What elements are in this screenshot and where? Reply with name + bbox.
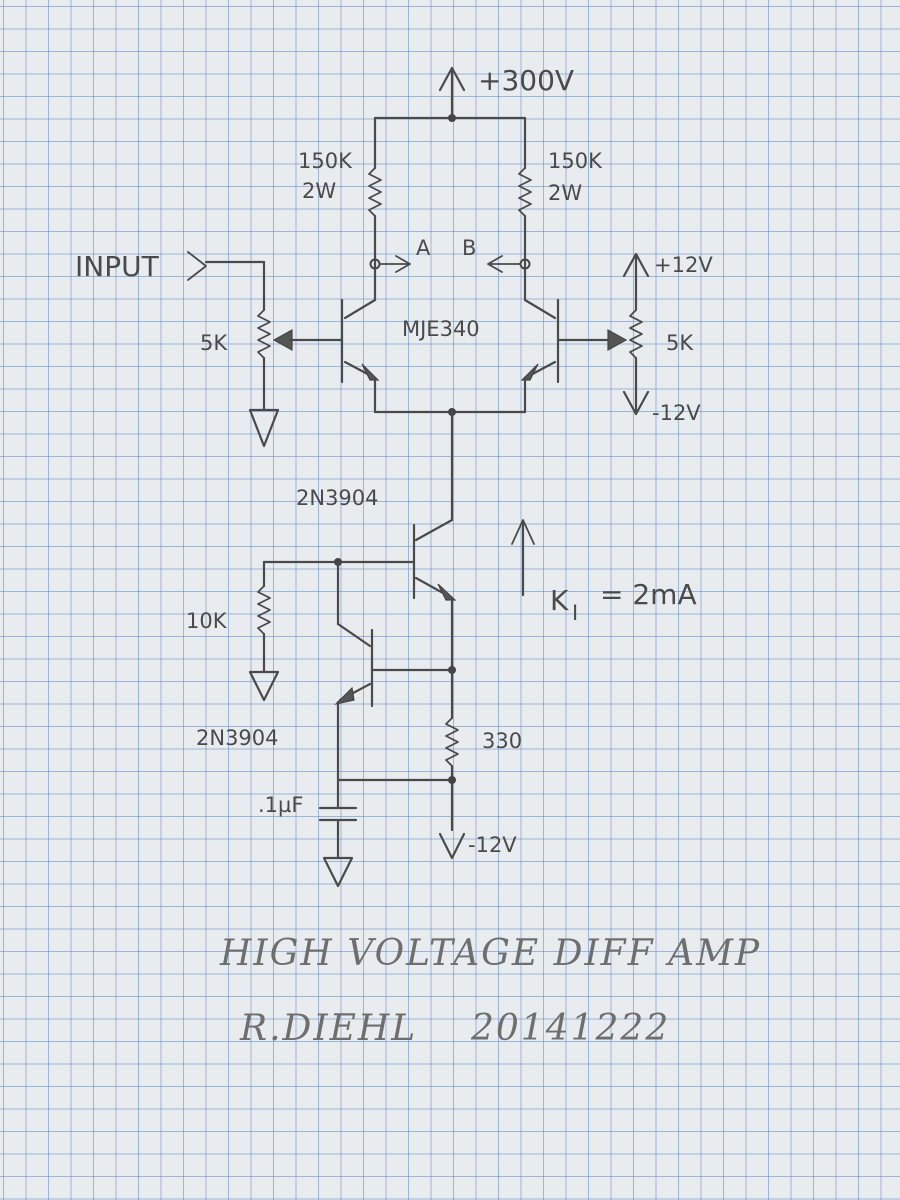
supply-300v-label: +300V xyxy=(478,64,574,97)
current-subscript: I xyxy=(572,601,578,625)
neg-12v-bottom-label: -12V xyxy=(468,833,517,857)
bypass-capacitor xyxy=(318,778,358,860)
bias-resistor-label: 10K xyxy=(186,609,228,633)
pos-12v-label: +12V xyxy=(654,253,713,277)
left-resistor-value: 150K xyxy=(298,149,353,173)
left-pot-ground-icon xyxy=(248,408,280,448)
capacitor-ground-icon xyxy=(322,856,354,888)
left-input-potentiometer xyxy=(257,309,344,412)
current-k-label: K xyxy=(550,584,569,617)
node-b-arrow xyxy=(487,255,521,273)
bias-resistor-10k xyxy=(257,560,271,674)
right-mje340-transistor xyxy=(520,262,560,414)
left-pot-label: 5K xyxy=(200,331,228,355)
right-pot-label: 5K xyxy=(666,331,694,355)
bottom-junction xyxy=(448,776,456,784)
right-resistor-power: 2W xyxy=(548,181,582,205)
pos-12v-arrow xyxy=(622,252,650,278)
lower-2n3904-transistor xyxy=(334,622,374,782)
right-bias-potentiometer xyxy=(556,254,643,414)
emitter-resistor-label: 330 xyxy=(482,729,522,753)
right-collector-resistor xyxy=(518,116,532,266)
current-value: = 2mA xyxy=(600,578,697,611)
left-resistor-power: 2W xyxy=(302,179,336,203)
emitter-resistor-330 xyxy=(445,668,459,832)
neg-12v-right-label: -12V xyxy=(652,401,701,425)
mje340-label: MJE340 xyxy=(402,317,480,341)
right-resistor-value: 150K xyxy=(548,149,603,173)
supply-300v-arrow xyxy=(438,66,466,120)
upper-2n3904-label: 2N3904 xyxy=(296,486,379,510)
input-label: INPUT xyxy=(75,250,160,283)
bias-ground-icon xyxy=(248,670,280,702)
drawing-title: HIGH VOLTAGE DIFF AMP xyxy=(219,933,761,974)
left-collector-resistor xyxy=(368,116,382,266)
node-b-label: B xyxy=(462,236,476,260)
neg-12v-right-arrow xyxy=(622,390,650,416)
input-connector-wire xyxy=(187,251,266,312)
capacitor-label: .1µF xyxy=(258,793,303,817)
node-a-label: A xyxy=(416,236,431,260)
upper-2n3904-transistor xyxy=(412,518,457,672)
top-rail-junction xyxy=(448,114,456,122)
neg-12v-bottom-arrow xyxy=(438,832,466,860)
left-mje340-transistor xyxy=(340,262,380,414)
lower-2n3904-label: 2N3904 xyxy=(196,726,279,750)
current-arrow xyxy=(511,519,535,597)
author-date: R.DIEHL 20141222 xyxy=(239,1008,670,1049)
node-a-arrow xyxy=(379,255,411,273)
